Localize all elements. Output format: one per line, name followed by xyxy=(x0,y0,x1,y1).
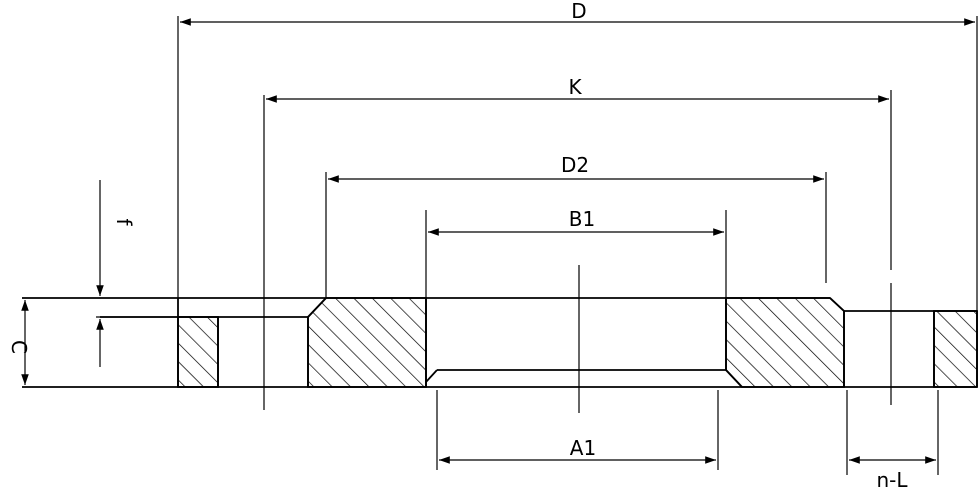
dimension-labels: D K D2 B1 A1 n-L C f xyxy=(7,0,908,489)
label-f: f xyxy=(112,218,136,226)
label-D2: D2 xyxy=(561,153,589,177)
bolt-hole-left xyxy=(217,317,309,387)
hatch-left-inner xyxy=(307,297,427,388)
hatch-right-outer xyxy=(933,310,978,388)
hatch-right-inner xyxy=(725,297,845,388)
extension-lines xyxy=(96,16,978,475)
bore xyxy=(425,298,743,388)
label-B1: B1 xyxy=(569,207,595,231)
dimension-lines xyxy=(21,18,975,464)
label-K: K xyxy=(568,75,582,99)
label-D: D xyxy=(571,0,586,23)
bolt-hole-right xyxy=(843,311,935,387)
label-nL: n-L xyxy=(876,468,908,489)
label-A1: A1 xyxy=(570,436,596,460)
hatch-left-outer xyxy=(177,316,219,388)
label-C: C xyxy=(7,340,31,354)
center-lines xyxy=(263,265,892,413)
